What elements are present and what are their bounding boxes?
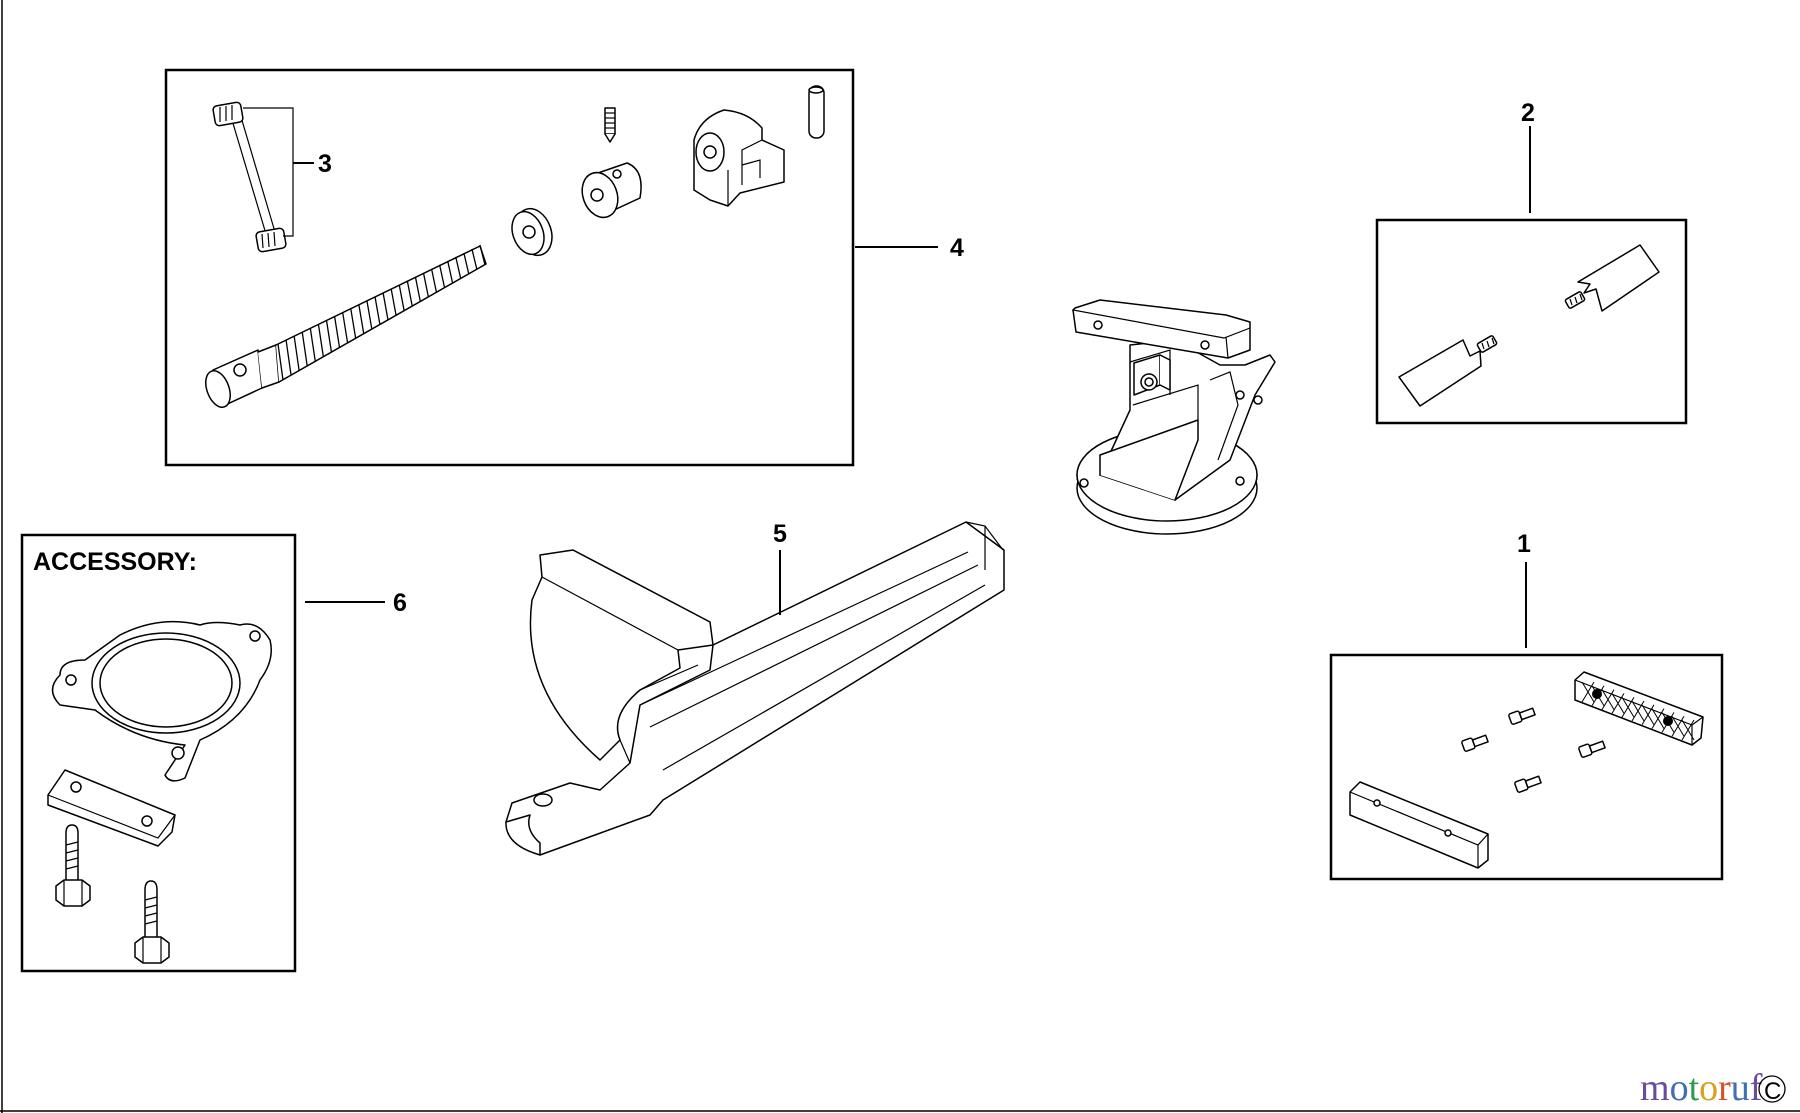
callout-3: 3	[318, 150, 332, 178]
kit-1-group	[1329, 562, 1724, 881]
sliding-jaw-part-5	[505, 521, 1005, 856]
accessory-box	[20, 533, 297, 973]
clamp-plate	[47, 769, 176, 847]
plain-jaw-insert	[1349, 781, 1489, 869]
set-screw	[604, 107, 616, 143]
accessory-group	[20, 533, 385, 973]
wm-letter: u	[1731, 1067, 1750, 1109]
wm-letter: o	[1670, 1067, 1689, 1109]
accessory-label: ACCESSORY:	[33, 548, 197, 576]
handle-part-3	[212, 101, 314, 253]
kit-4-box	[164, 68, 855, 467]
accessory-bolt-left	[55, 824, 91, 907]
wm-letter: o	[1699, 1067, 1718, 1109]
watermark-logo: motoruf C	[1640, 1067, 1786, 1109]
kit-1-box	[1329, 653, 1724, 881]
washer	[511, 207, 553, 257]
jaw-cap-upper	[1564, 244, 1660, 312]
watermark-text: motoruf	[1640, 1067, 1763, 1109]
wm-letter: r	[1718, 1067, 1731, 1109]
collar	[581, 162, 642, 219]
vise-body	[1071, 299, 1276, 535]
kit-2-box	[1375, 218, 1688, 425]
kit-2-group	[1375, 126, 1688, 425]
jaw-screws	[1461, 707, 1606, 793]
main-screw	[205, 244, 487, 408]
serrated-jaw-insert	[1574, 671, 1704, 746]
callout-6: 6	[393, 589, 407, 617]
wm-letter: m	[1640, 1067, 1670, 1109]
kit-4-group	[164, 68, 938, 467]
accessory-bolt-right	[134, 880, 170, 964]
pin	[808, 85, 825, 139]
swivel-ring	[51, 620, 272, 782]
jaw-cap-lower	[1398, 335, 1498, 407]
callout-4: 4	[950, 234, 964, 262]
nut-bracket	[693, 109, 785, 207]
wm-letter: f	[1750, 1067, 1763, 1109]
callout-1: 1	[1517, 530, 1531, 558]
watermark-suffix: C	[1764, 1078, 1781, 1105]
callout-2: 2	[1521, 99, 1535, 127]
callout-5: 5	[773, 520, 787, 548]
wm-letter: t	[1689, 1067, 1700, 1109]
